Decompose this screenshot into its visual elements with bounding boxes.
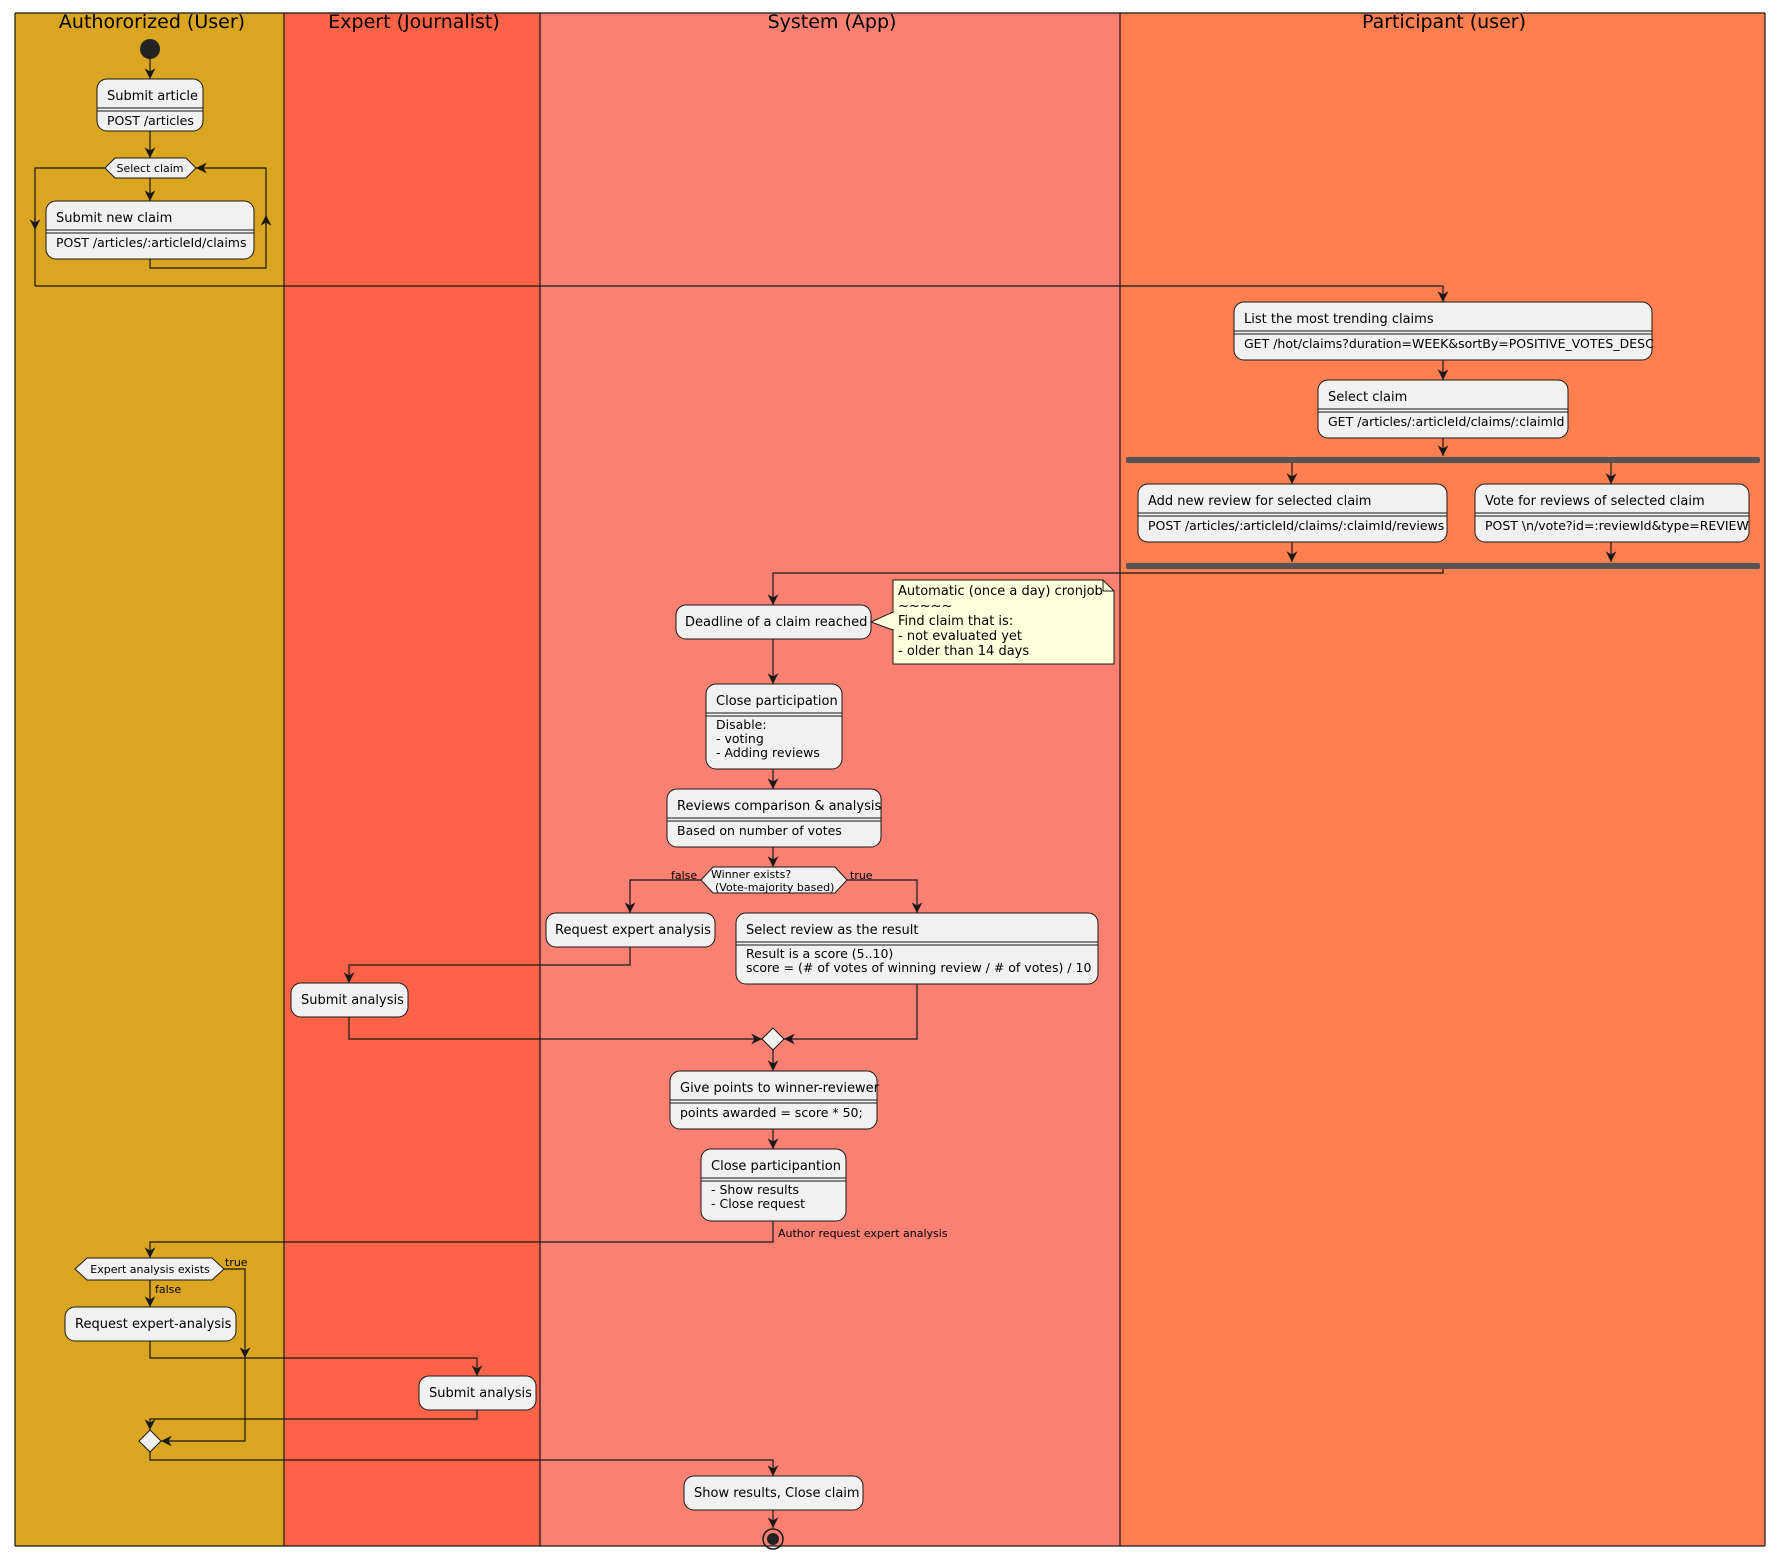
lane-title-author: Authororized (User) <box>59 11 245 33</box>
svg-text:Give points to winner-reviewer: Give points to winner-reviewer <box>680 1081 880 1096</box>
show-results-activity: Show results, Close claim <box>683 1475 864 1511</box>
svg-text:POST /articles/:articleId/clai: POST /articles/:articleId/claims <box>56 235 247 250</box>
svg-text:Select claim: Select claim <box>116 162 183 175</box>
reviews-comparison-activity: Reviews comparison & analysis Based on n… <box>666 788 882 848</box>
svg-text:POST /articles: POST /articles <box>107 113 194 128</box>
svg-text:POST \n/vote?id=:reviewId&type: POST \n/vote?id=:reviewId&type=REVIEW <box>1485 518 1749 533</box>
svg-text:Expert analysis exists: Expert analysis exists <box>90 1263 210 1276</box>
select-claim-loop-decision: Select claim <box>104 157 197 179</box>
svg-text:Disable:: Disable: <box>716 717 767 732</box>
svg-text:- Adding reviews: - Adding reviews <box>716 745 820 760</box>
svg-text:Based on number of votes: Based on number of votes <box>677 823 842 838</box>
fork-bar <box>1126 457 1760 463</box>
expert-submit-analysis-2: Submit analysis <box>418 1375 537 1411</box>
svg-text:Result is a score (5..10): Result is a score (5..10) <box>746 946 893 961</box>
svg-text:score = (# of votes of winning: score = (# of votes of winning review / … <box>746 960 1091 975</box>
decision-false-label: false <box>671 869 697 882</box>
svg-text:GET /articles/:articleId/claim: GET /articles/:articleId/claims/:claimId <box>1328 414 1564 429</box>
lane-title-system: System (App) <box>768 11 897 33</box>
winner-exists-decision: Winner exists? (Vote-majority based) <box>700 866 848 894</box>
svg-text:Find claim that is:: Find claim that is: <box>898 614 1013 629</box>
svg-text:Submit new claim: Submit new claim <box>56 211 172 226</box>
svg-text:- voting: - voting <box>716 731 764 746</box>
svg-text:Winner exists?: Winner exists? <box>711 868 791 881</box>
svg-text:Close participation: Close participation <box>716 694 838 709</box>
svg-text:Automatic (once a day) cronjob: Automatic (once a day) cronjob <box>898 584 1103 599</box>
svg-text:Submit article: Submit article <box>107 89 198 104</box>
cronjob-note: Automatic (once a day) cronjob ~~~~~ Fin… <box>869 579 1115 665</box>
svg-text:GET /hot/claims?duration=WEEK&: GET /hot/claims?duration=WEEK&sortBy=POS… <box>1244 336 1654 351</box>
deadline-activity: Deadline of a claim reached <box>675 604 872 640</box>
close-participation-activity: Close participation Disable: - voting - … <box>705 683 843 770</box>
close-participantion-activity: Close participantion - Show results - Cl… <box>700 1148 847 1222</box>
svg-text:(Vote-majority based): (Vote-majority based) <box>715 881 834 894</box>
svg-text:Vote for reviews of selected c: Vote for reviews of selected claim <box>1485 494 1705 509</box>
svg-text:points awarded = score * 50;: points awarded = score * 50; <box>680 1105 863 1120</box>
request-expert-analysis-activity: Request expert-analysis <box>64 1306 237 1342</box>
svg-text:Select claim: Select claim <box>1328 390 1407 405</box>
submit-article-activity: Submit article POST /articles <box>96 78 204 132</box>
list-trending-activity: List the most trending claims GET /hot/c… <box>1233 301 1654 361</box>
svg-text:Add new review for selected cl: Add new review for selected claim <box>1148 494 1371 509</box>
select-claim-activity: Select claim GET /articles/:articleId/cl… <box>1317 379 1569 439</box>
svg-text:Request expert-analysis: Request expert-analysis <box>75 1317 232 1332</box>
svg-text:Close participantion: Close participantion <box>711 1159 841 1174</box>
svg-text:- Show results: - Show results <box>711 1182 799 1197</box>
decision-true-label: true <box>850 869 873 882</box>
swimlanes: Authororized (User) Expert (Journalist) … <box>14 11 1766 1547</box>
author-request-label: Author request expert analysis <box>778 1227 948 1240</box>
start-node <box>140 39 160 59</box>
svg-text:POST /articles/:articleId/clai: POST /articles/:articleId/claims/:claimI… <box>1148 518 1444 533</box>
end-node <box>762 1528 784 1550</box>
expert-exists-decision: Expert analysis exists <box>74 1257 225 1281</box>
svg-text:Show results, Close claim: Show results, Close claim <box>694 1486 860 1501</box>
submit-new-claim-activity: Submit new claim POST /articles/:article… <box>45 200 255 260</box>
expert-exists-false-label: false <box>155 1283 181 1296</box>
request-expert-activity: Request expert analysis <box>545 912 716 948</box>
svg-text:- older than 14 days: - older than 14 days <box>898 644 1029 659</box>
svg-text:Submit analysis: Submit analysis <box>429 1386 532 1401</box>
svg-text:Deadline of a claim reached: Deadline of a claim reached <box>685 615 867 630</box>
svg-text:Request expert analysis: Request expert analysis <box>555 923 711 938</box>
vote-reviews-activity: Vote for reviews of selected claim POST … <box>1474 483 1750 543</box>
svg-text:- not evaluated yet: - not evaluated yet <box>898 629 1022 644</box>
lane-title-participant: Participant (user) <box>1362 11 1526 33</box>
expert-exists-true-label: true <box>225 1256 248 1269</box>
lane-participant-bg <box>1120 13 1765 1546</box>
join-bar <box>1126 563 1760 569</box>
lane-title-expert: Expert (Journalist) <box>328 11 499 33</box>
svg-text:Submit analysis: Submit analysis <box>301 993 404 1008</box>
lane-expert-bg <box>284 13 540 1546</box>
svg-text:~~~~~: ~~~~~ <box>898 599 952 614</box>
give-points-activity: Give points to winner-reviewer points aw… <box>669 1070 880 1130</box>
svg-text:List the most trending claims: List the most trending claims <box>1244 312 1434 327</box>
svg-text:- Close request: - Close request <box>711 1196 805 1211</box>
add-review-activity: Add new review for selected claim POST /… <box>1137 483 1448 543</box>
svg-text:Select review as the result: Select review as the result <box>746 923 918 938</box>
expert-submit-analysis-1: Submit analysis <box>290 982 409 1018</box>
svg-text:Reviews comparison & analysis: Reviews comparison & analysis <box>677 799 881 814</box>
lane-system-bg <box>540 13 1120 1546</box>
select-review-activity: Select review as the result Result is a … <box>735 912 1099 985</box>
